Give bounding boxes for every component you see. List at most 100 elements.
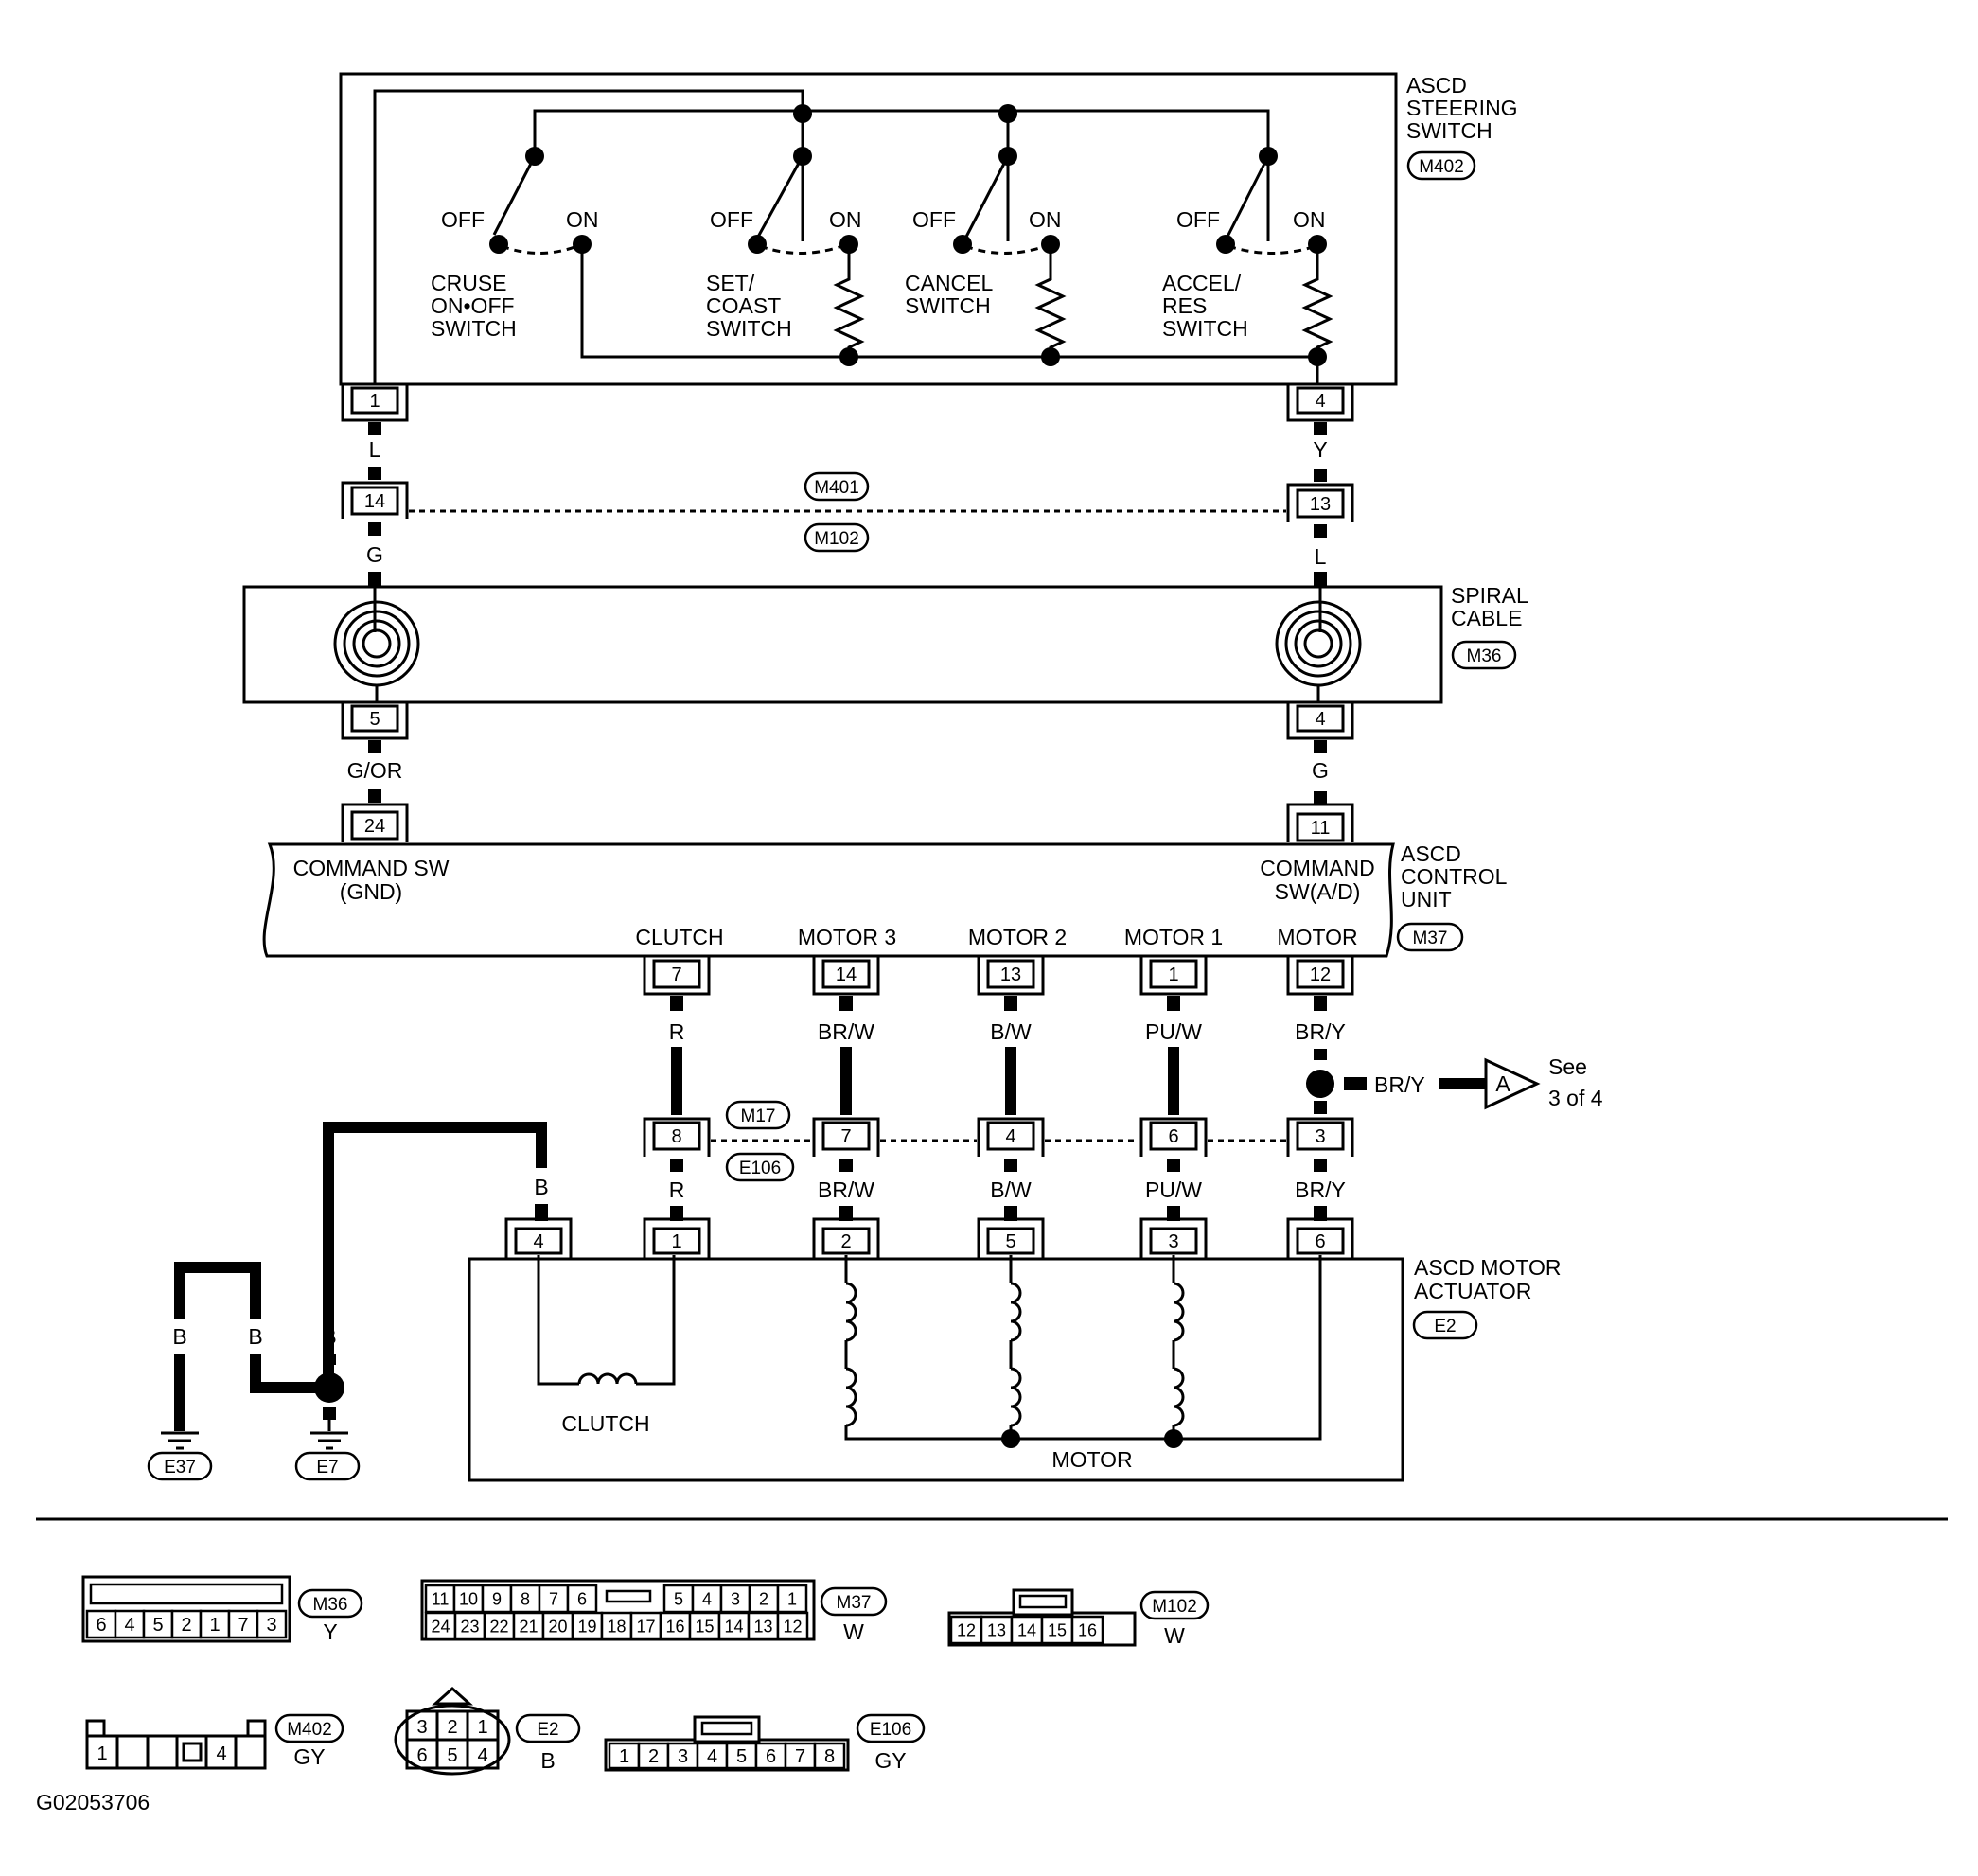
switch2-label-3: SWITCH [706,316,792,341]
wire-color-y: Y [1313,437,1327,462]
control-pin-11: 11 [1311,818,1331,839]
ground-wire-b-left: B [172,1324,186,1349]
command-sw-ad-label-1: COMMAND [1260,856,1374,880]
e106-view-pin-label: 2 [648,1746,659,1767]
out-wire-b-w: B/W [990,1019,1032,1044]
connector-view-m36-color: Y [323,1619,337,1644]
connector-view-m37-color: W [843,1619,864,1644]
m37-view-bottom-pin-label: 14 [724,1617,743,1636]
m36-view-pin-label: 3 [266,1615,276,1636]
steering-pin-4: 4 [1315,391,1325,412]
m36-view-cell [170,1609,203,1639]
e2-view-pin-6: 6 [416,1745,427,1766]
joint1-pin-14: 14 [364,491,385,512]
switch1-label-1: CRUSE [431,271,507,295]
m37-view-top-left-pin-label: 6 [577,1589,587,1608]
steering-switch-connector-id: M402 [1419,157,1464,177]
out-wire-r: R [669,1019,685,1044]
switch3-label-1: CANCEL [905,271,994,295]
m36-view-pin-label: 7 [238,1615,248,1636]
m102-view-pin-label: 13 [987,1620,1006,1639]
m37-view-top-right-pin-label: 3 [731,1589,740,1608]
switch2-label-1: SET/ [706,271,755,295]
m37-view-bottom-pin-label: 21 [519,1617,538,1636]
m37-view-top-left-pin-label: 9 [492,1589,502,1608]
m102-view-cell [1010,1615,1044,1645]
m402-view-pin-4: 4 [216,1743,226,1764]
ground-wire-b-right: B [322,1324,336,1349]
m37-view-bottom-pin-label: 24 [431,1617,450,1636]
e106-view-cell [696,1742,729,1770]
branch-see-label-2: 3 of 4 [1548,1086,1603,1110]
wire-color-g-1: G [366,542,383,567]
m37-view-bottom-pin-label: 16 [665,1617,684,1636]
output-label-motor3: MOTOR 3 [798,925,896,949]
m36-view-pin-label: 5 [152,1615,163,1636]
m36-view-cell [114,1609,146,1639]
wire-color-l: L [369,437,381,462]
connector-view-m402-color: GY [293,1744,325,1769]
switch4-on-label: ON [1293,207,1326,232]
ground-wire-b-mid: B [248,1324,262,1349]
spiral-cable: SPIRAL CABLE M36 5 4 [242,583,1528,740]
m37-view-top-right-pin-label: 4 [702,1589,712,1608]
switch1-off-label: OFF [441,207,485,232]
steering-pin-1: 1 [369,391,380,412]
command-sw-gnd-label-1: COMMAND SW [293,856,450,880]
actuator-pin-6: 6 [1315,1231,1325,1252]
m102-view-cell [949,1615,983,1645]
switch4-label-3: SWITCH [1162,316,1248,341]
act-wire-br-w: BR/W [818,1177,874,1202]
clutch-label: CLUTCH [561,1411,649,1436]
control-pin-13: 13 [1000,965,1021,985]
steering-switch-title-2: STEERING [1406,96,1518,120]
joint2-pin-4: 4 [1005,1126,1015,1147]
connector-view-m37-id: M37 [837,1593,872,1613]
connector-id-m401: M401 [814,478,859,498]
output-label-motor: MOTOR [1277,925,1357,949]
switch1-on-label: ON [566,207,599,232]
out-wire-br-w: BR/W [818,1019,874,1044]
command-sw-ad-label-2: SW(A/D) [1275,879,1361,904]
m37-view-bottom-cell [483,1611,516,1641]
switch2-off-label: OFF [710,207,753,232]
command-sw-gnd-label-2: (GND) [340,879,402,904]
m36-view-cell [199,1609,231,1639]
m37-view-bottom-cell [747,1611,780,1641]
m102-view-pin-label: 14 [1017,1620,1036,1639]
joint2-pin-7: 7 [840,1126,851,1147]
m37-view-bottom-pin-label: 12 [783,1617,802,1636]
joint-connector-m17-e106: 8 7 4 6 3 M17 E106 [643,1100,1354,1182]
m37-view-top-right-cell [662,1584,695,1614]
m37-view-top-right-cell [776,1584,808,1614]
e2-view-pin-4: 4 [477,1745,487,1766]
m37-view-bottom-cell [688,1611,721,1641]
m37-view-bottom-pin-label: 20 [548,1617,567,1636]
connector-id-e106: E106 [739,1159,781,1178]
joint2-pin-3: 3 [1315,1126,1325,1147]
switch1-label-2: ON•OFF [431,293,515,318]
actuator-pin-4: 4 [533,1231,543,1252]
actuator-title-2: ACTUATOR [1414,1279,1531,1303]
control-unit-title-3: UNIT [1401,887,1452,911]
actuator-connector-id: E2 [1434,1317,1456,1336]
connector-view-e106-id: E106 [870,1720,911,1740]
m37-view-top-left-pin-label: 7 [549,1589,558,1608]
spiral-cable-title-2: CABLE [1451,606,1522,630]
act-wire-b-w: B/W [990,1177,1032,1202]
e106-view-pin-label: 6 [766,1746,776,1767]
steering-switch-title-1: ASCD [1406,73,1467,97]
switch3-label-2: SWITCH [905,293,991,318]
act-wire-r: R [669,1177,685,1202]
connector-id-m102: M102 [814,529,859,549]
m37-view-bottom-cell [659,1611,692,1641]
m37-view-top-left-cell [424,1584,456,1614]
control-pin-1: 1 [1168,965,1178,985]
connector-view-e2: 3 2 1 6 5 4 E2 B [394,1686,581,1776]
output-wires: R BR/W B/W PU/W BR/Y [669,996,1346,1115]
m36-view-pin-label: 1 [209,1615,220,1636]
spiral-coil-right [1275,587,1362,702]
